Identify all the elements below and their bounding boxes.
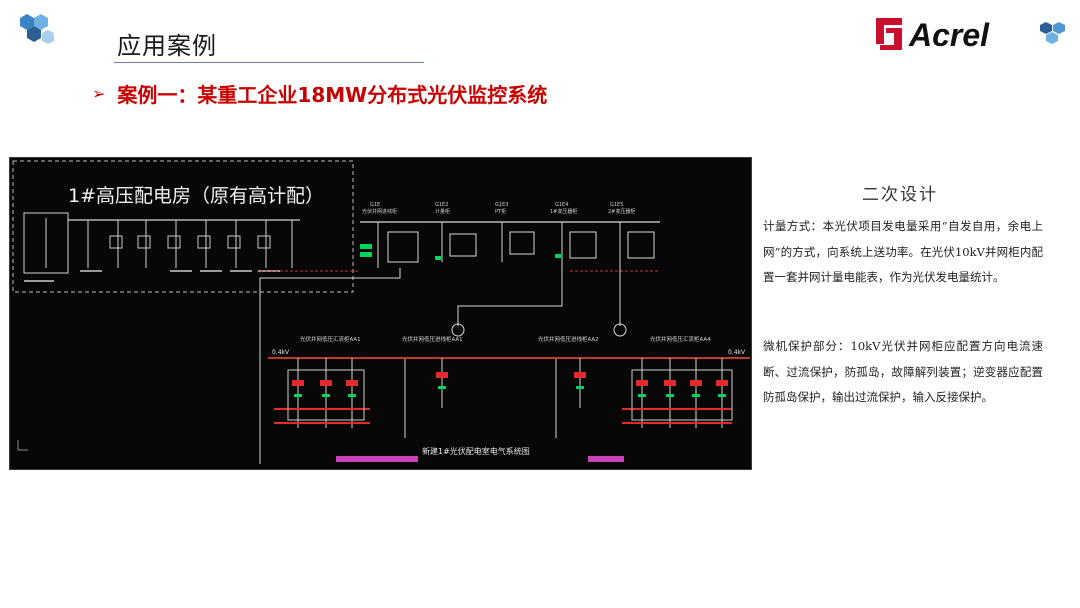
pink-bar-right bbox=[588, 456, 624, 462]
bus-label-right: 0.4kV bbox=[728, 349, 746, 356]
case-heading: ➢ 案例一：某重工企业18MW分布式光伏监控系统 bbox=[92, 80, 548, 107]
diagram-canvas: 1#高压配电房（原有高计配） bbox=[12, 160, 750, 464]
old-room-boundary bbox=[12, 160, 354, 293]
title-underline bbox=[114, 62, 424, 63]
svg-text:1#变压器柜: 1#变压器柜 bbox=[550, 208, 577, 215]
red-device-markers bbox=[274, 372, 732, 424]
hexagon-cluster-icon bbox=[20, 14, 54, 44]
acrel-logo: Acrel bbox=[876, 17, 1065, 53]
lv-feeders-left bbox=[297, 358, 723, 428]
panel-title: 二次设计 bbox=[862, 185, 938, 205]
new-room-caption: 新建1#光伏配电室电气系统图 bbox=[422, 446, 530, 456]
bus-label-left: 0.4kV bbox=[272, 349, 290, 356]
pink-bar-left bbox=[336, 456, 418, 462]
svg-text:G1E3: G1E3 bbox=[495, 202, 508, 208]
svg-text:G1E: G1E bbox=[370, 202, 380, 208]
metering-paragraph: 计量方式：本光伏项目发电量采用“自发自用，余电上网”的方式，向系统上送功率。在光… bbox=[763, 219, 1043, 284]
logo-wordmark: Acrel bbox=[908, 17, 990, 53]
label-aa1-left: 光伏并网低压汇流柜AA1 bbox=[300, 335, 361, 343]
old-room-title: 1#高压配电房（原有高计配） bbox=[68, 185, 324, 207]
label-aa4: 光伏并网低压汇流柜AA4 bbox=[650, 335, 711, 343]
section-title: 应用案例 bbox=[117, 32, 217, 60]
electrical-diagram: 1#高压配电房（原有高计配） bbox=[9, 157, 752, 470]
old-room-feeders bbox=[87, 220, 293, 268]
svg-text:G1E5: G1E5 bbox=[610, 202, 623, 208]
case-title: 案例一：某重工企业18MW分布式光伏监控系统 bbox=[117, 82, 548, 107]
svg-text:G1E2: G1E2 bbox=[435, 202, 448, 208]
label-aa1-in: 光伏并网低压进线柜AA1 bbox=[402, 335, 463, 343]
svg-text:2#变压器柜: 2#变压器柜 bbox=[608, 208, 635, 215]
green-breaker-markers bbox=[360, 244, 561, 260]
arrow-bullet-icon: ➢ bbox=[92, 83, 106, 103]
svg-text:PT柜: PT柜 bbox=[495, 208, 506, 215]
protection-paragraph: 微机保护部分：10kV光伏并网柜应配置方向电流速断、过流保护，防孤岛，故障解列装… bbox=[763, 339, 1043, 404]
acrel-mark-icon bbox=[876, 18, 902, 50]
svg-text:G1E4: G1E4 bbox=[555, 202, 568, 208]
svg-text:计量柜: 计量柜 bbox=[435, 208, 450, 215]
label-aa2-in: 光伏并网低压进线柜AA2 bbox=[538, 335, 599, 343]
svg-text:光伏并网进线柜: 光伏并网进线柜 bbox=[362, 208, 397, 215]
old-room-cabinet bbox=[23, 212, 69, 274]
